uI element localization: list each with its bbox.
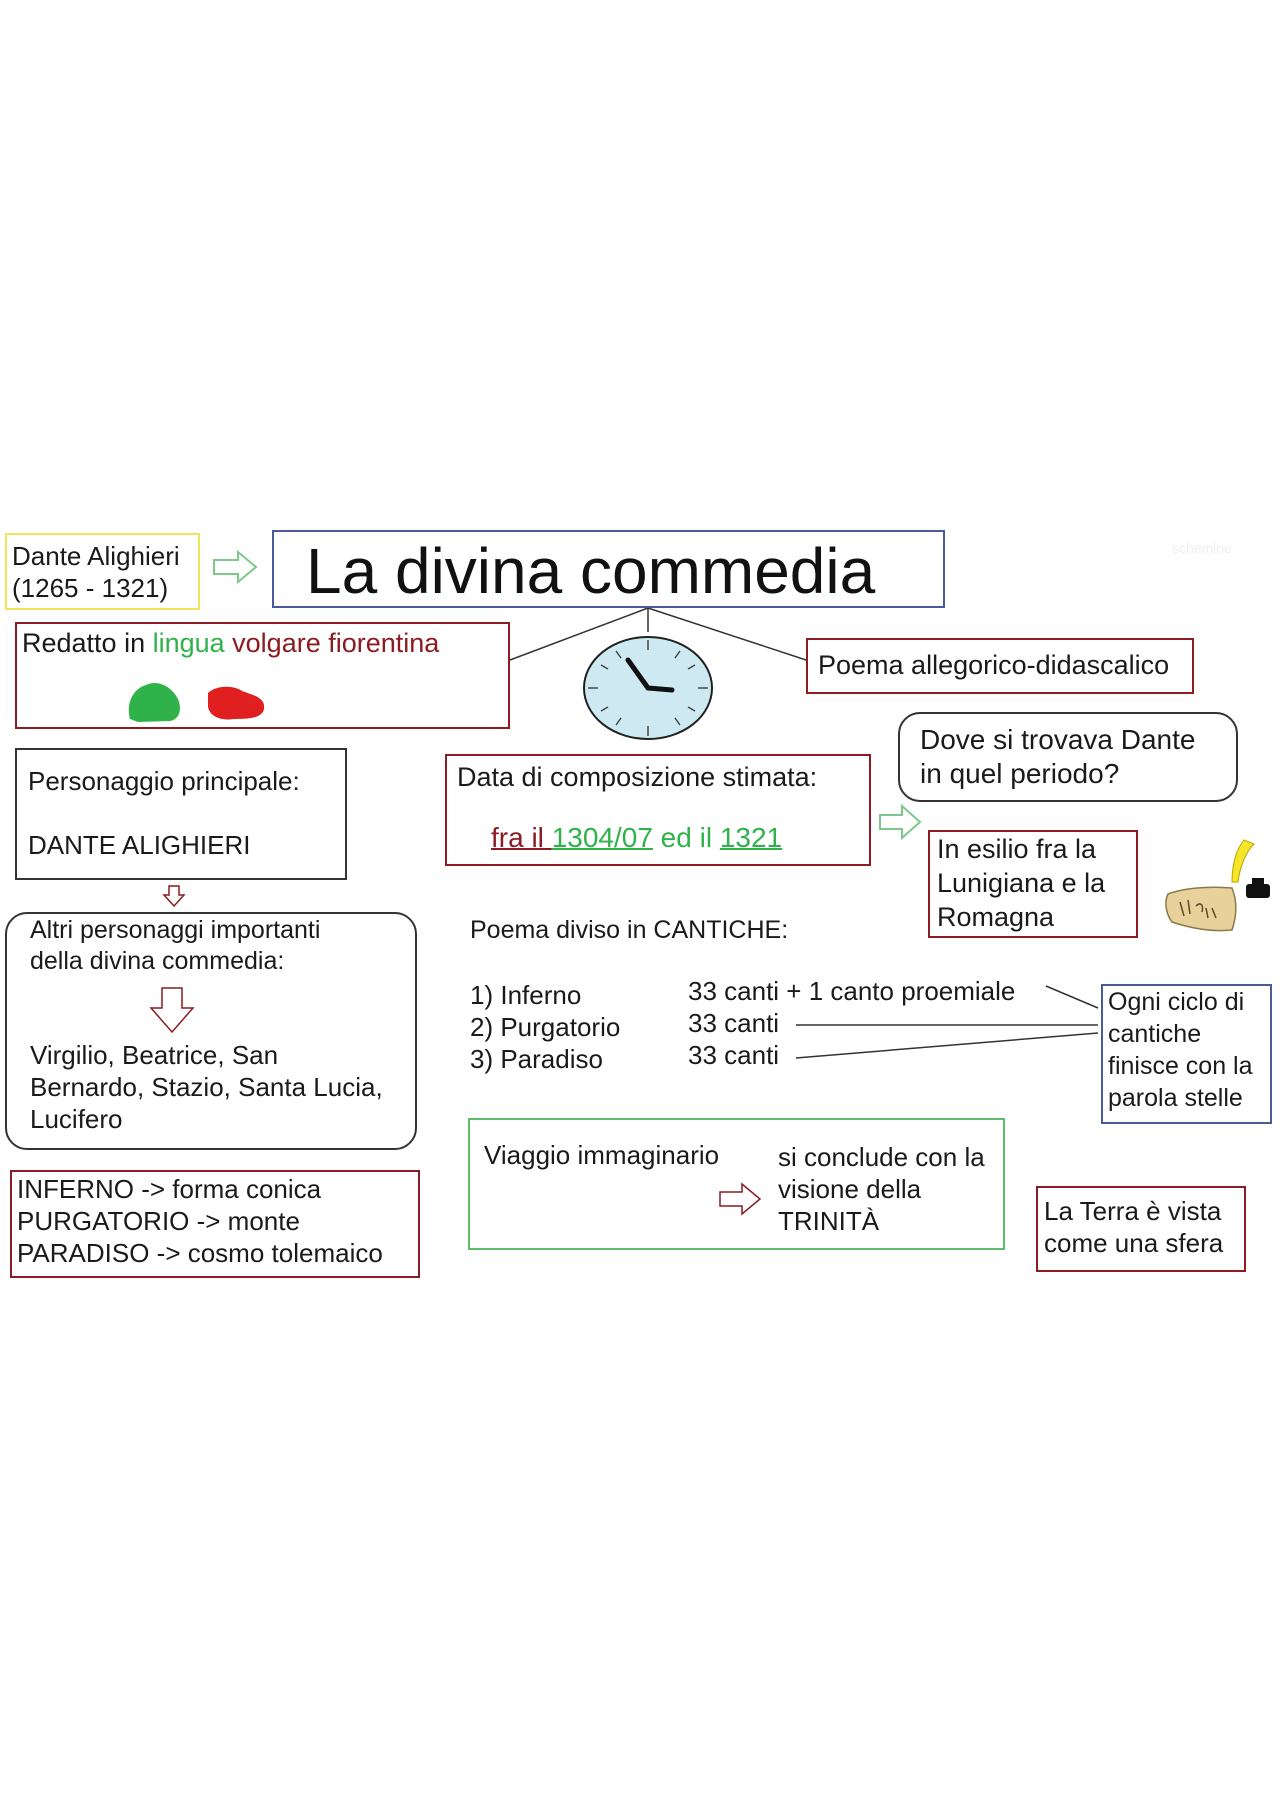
viaggio-line2: visione della: [778, 1174, 922, 1204]
ogni-ciclo-box: Ogni ciclo di cantiche finisce con la pa…: [1101, 984, 1272, 1124]
author-box: Dante Alighieri (1265 - 1321): [5, 533, 200, 610]
cantiche-item-canti: 33 canti + 1 canto proemiale: [688, 976, 1016, 1006]
cantiche-item-canti: 33 canti: [688, 1040, 780, 1070]
personaggio-name: DANTE ALIGHIERI: [28, 830, 251, 860]
redatto-text: Redatto in lingua volgare fiorentina: [22, 628, 439, 659]
redatto-box: Redatto in lingua volgare fiorentina: [15, 622, 510, 729]
title-box: La divina commedia: [272, 530, 945, 608]
data-composizione-box: Data di composizione stimata: fra il 130…: [445, 754, 871, 866]
altri-box: Altri personaggi importanti della divina…: [5, 912, 417, 1150]
page-title: La divina commedia: [306, 535, 876, 607]
forme-line2: PURGATORIO -> monte: [17, 1206, 300, 1236]
dove-line1: Dove si trovava Dante: [920, 724, 1196, 755]
cantiche-item-name: 1) Inferno: [470, 980, 582, 1010]
redatto-lingua: lingua: [152, 628, 225, 658]
range-ed: ed il: [652, 822, 720, 853]
viaggio-line3: TRINITÀ: [778, 1206, 880, 1236]
arrow-down-icon: [149, 987, 195, 1034]
arrow-right-icon: [879, 804, 922, 840]
altri-line1: Altri personaggi importanti: [30, 916, 321, 944]
arrow-right-icon: [213, 550, 258, 584]
clock-icon: [583, 636, 713, 740]
watermark: schemine: [1172, 540, 1232, 556]
cantiche-item-name: 2) Purgatorio: [470, 1012, 621, 1042]
terra-box: La Terra è vista come una sfera: [1036, 1186, 1246, 1272]
cantiche-item-name: 3) Paradiso: [470, 1044, 603, 1074]
personaggio-label: Personaggio principale:: [28, 766, 300, 796]
range-year2: 1321: [719, 822, 783, 853]
range-fra: fra il: [491, 822, 552, 853]
author-dates: (1265 - 1321): [12, 573, 169, 603]
forme-box: INFERNO -> forma conica PURGATORIO -> mo…: [10, 1170, 420, 1278]
altri-list1: Virgilio, Beatrice, San: [30, 1040, 279, 1070]
dove-line2: in quel periodo?: [920, 758, 1120, 789]
range-year1: 1304/07: [551, 822, 653, 853]
ogni-ciclo-line3: finisce con la: [1108, 1052, 1253, 1080]
terra-line2: come una sfera: [1044, 1228, 1224, 1258]
arrow-down-icon: [162, 885, 186, 908]
personaggio-box: Personaggio principale: DANTE ALIGHIERI: [15, 748, 347, 880]
data-composizione-range: fra il 1304/07 ed il 1321: [491, 822, 782, 854]
forme-line3: PARADISO -> cosmo tolemaico: [17, 1238, 383, 1268]
poema-box: Poema allegorico-didascalico: [806, 638, 1194, 694]
flag-icon: [128, 682, 265, 722]
altri-line2: della divina commedia:: [30, 947, 285, 975]
author-name: Dante Alighieri: [12, 541, 180, 571]
esilio-line1: In esilio fra la: [937, 834, 1097, 864]
ogni-ciclo-line1: Ogni ciclo di: [1108, 988, 1245, 1016]
esilio-line2: Lunigiana e la: [937, 868, 1106, 898]
ogni-ciclo-line2: cantiche: [1108, 1020, 1202, 1048]
poema-text: Poema allegorico-didascalico: [818, 650, 1170, 680]
viaggio-line1: si conclude con la: [778, 1142, 985, 1172]
cantiche-item-canti: 33 canti: [688, 1008, 780, 1038]
viaggio-label: Viaggio immaginario: [484, 1140, 720, 1170]
esilio-box: In esilio fra la Lunigiana e la Romagna: [928, 830, 1138, 938]
esilio-line3: Romagna: [937, 902, 1055, 932]
redatto-prefix: Redatto in: [22, 628, 153, 658]
ogni-ciclo-line4: parola stelle: [1108, 1084, 1243, 1112]
altri-list3: Lucifero: [30, 1104, 123, 1134]
altri-list2: Bernardo, Stazio, Santa Lucia,: [30, 1072, 383, 1102]
quill-scroll-icon: [1165, 839, 1270, 932]
viaggio-box: Viaggio immaginario si conclude con la v…: [468, 1118, 1005, 1250]
redatto-volgare: volgare fiorentina: [224, 628, 440, 658]
dove-box: Dove si trovava Dante in quel periodo?: [898, 712, 1238, 802]
arrow-right-icon: [719, 1182, 762, 1216]
cantiche-heading: Poema diviso in CANTICHE:: [470, 916, 789, 944]
data-composizione-label: Data di composizione stimata:: [457, 762, 818, 792]
terra-line1: La Terra è vista: [1044, 1196, 1222, 1226]
forme-line1: INFERNO -> forma conica: [17, 1174, 322, 1204]
